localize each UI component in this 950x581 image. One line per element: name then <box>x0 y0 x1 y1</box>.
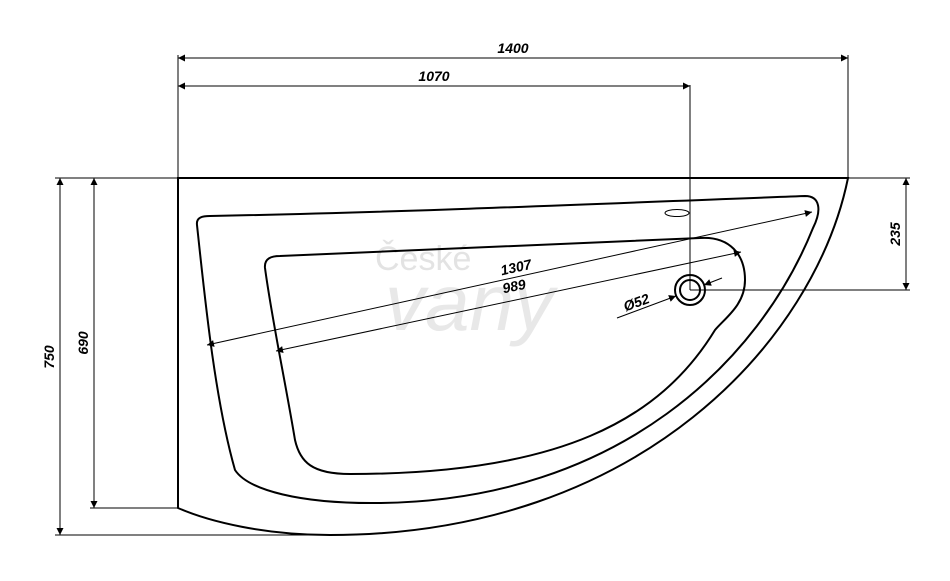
dimension-total-length: 1400 <box>177 40 849 178</box>
overflow-slot <box>664 209 690 217</box>
watermark: České vany <box>375 240 559 347</box>
tub-outer-outline <box>177 177 850 537</box>
dimension-side-width-label: 690 <box>75 331 91 355</box>
dimension-total-width-label: 750 <box>41 345 57 369</box>
dimension-total-width: 750 <box>41 177 330 536</box>
dimension-drain-offset-label: 235 <box>887 222 903 247</box>
dimension-drain-diameter-label: Ø52 <box>621 290 652 314</box>
dimension-total-length-label: 1400 <box>497 40 528 56</box>
dimension-side-width: 690 <box>75 178 178 509</box>
dimension-drain-offset: 235 <box>690 177 910 291</box>
watermark-line2: vany <box>385 258 559 347</box>
dimension-drain-position-label: 1070 <box>418 68 449 84</box>
dimension-basin-diagonal: 989 <box>275 250 742 353</box>
dimension-basin-diagonal-label: 989 <box>501 276 527 297</box>
dimension-drain-diameter: Ø52 <box>616 277 723 319</box>
